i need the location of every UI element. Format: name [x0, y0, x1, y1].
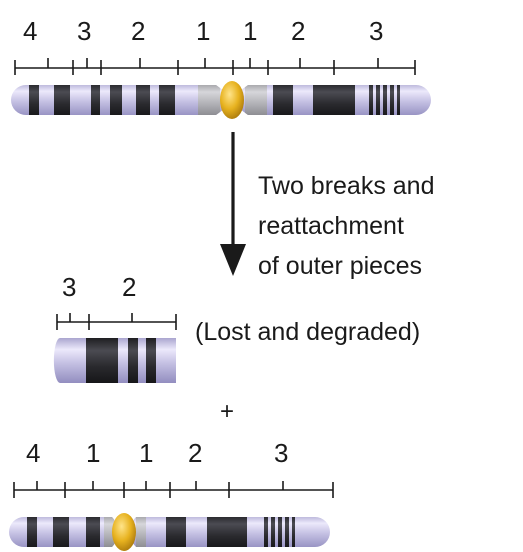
top-region-label: 2: [291, 16, 306, 46]
plus-sign: +: [220, 398, 235, 425]
process-text-line: reattachment: [258, 212, 404, 240]
top-region-label: 3: [369, 16, 384, 46]
process-text-line: of outer pieces: [258, 252, 422, 280]
lost-region-label: 2: [122, 272, 137, 302]
result-region-label: 1: [139, 438, 154, 468]
top-region-label: 1: [196, 16, 211, 46]
result-chromosome: [9, 513, 330, 551]
down-arrow: [220, 132, 246, 276]
result-region-scale: [13, 481, 334, 498]
process-text-line: Two breaks and: [258, 172, 435, 200]
lost-region-label: 3: [62, 272, 77, 302]
top-region-label: 3: [77, 16, 92, 46]
result-region-label: 4: [26, 438, 41, 468]
result-region-label: 2: [188, 438, 203, 468]
result-region-label: 3: [274, 438, 289, 468]
top-region-label: 4: [23, 16, 38, 46]
lost-fragment-scale: [56, 313, 177, 330]
top-centromere: [220, 81, 244, 119]
top-chromosome: [11, 81, 431, 119]
result-centromere: [112, 513, 136, 551]
top-region-label: 2: [131, 16, 146, 46]
top-region-label: 1: [243, 16, 258, 46]
result-region-label: 1: [86, 438, 101, 468]
lost-fragment: [53, 338, 176, 383]
lost-caption: (Lost and degraded): [195, 318, 421, 346]
top-region-scale: [14, 58, 416, 75]
